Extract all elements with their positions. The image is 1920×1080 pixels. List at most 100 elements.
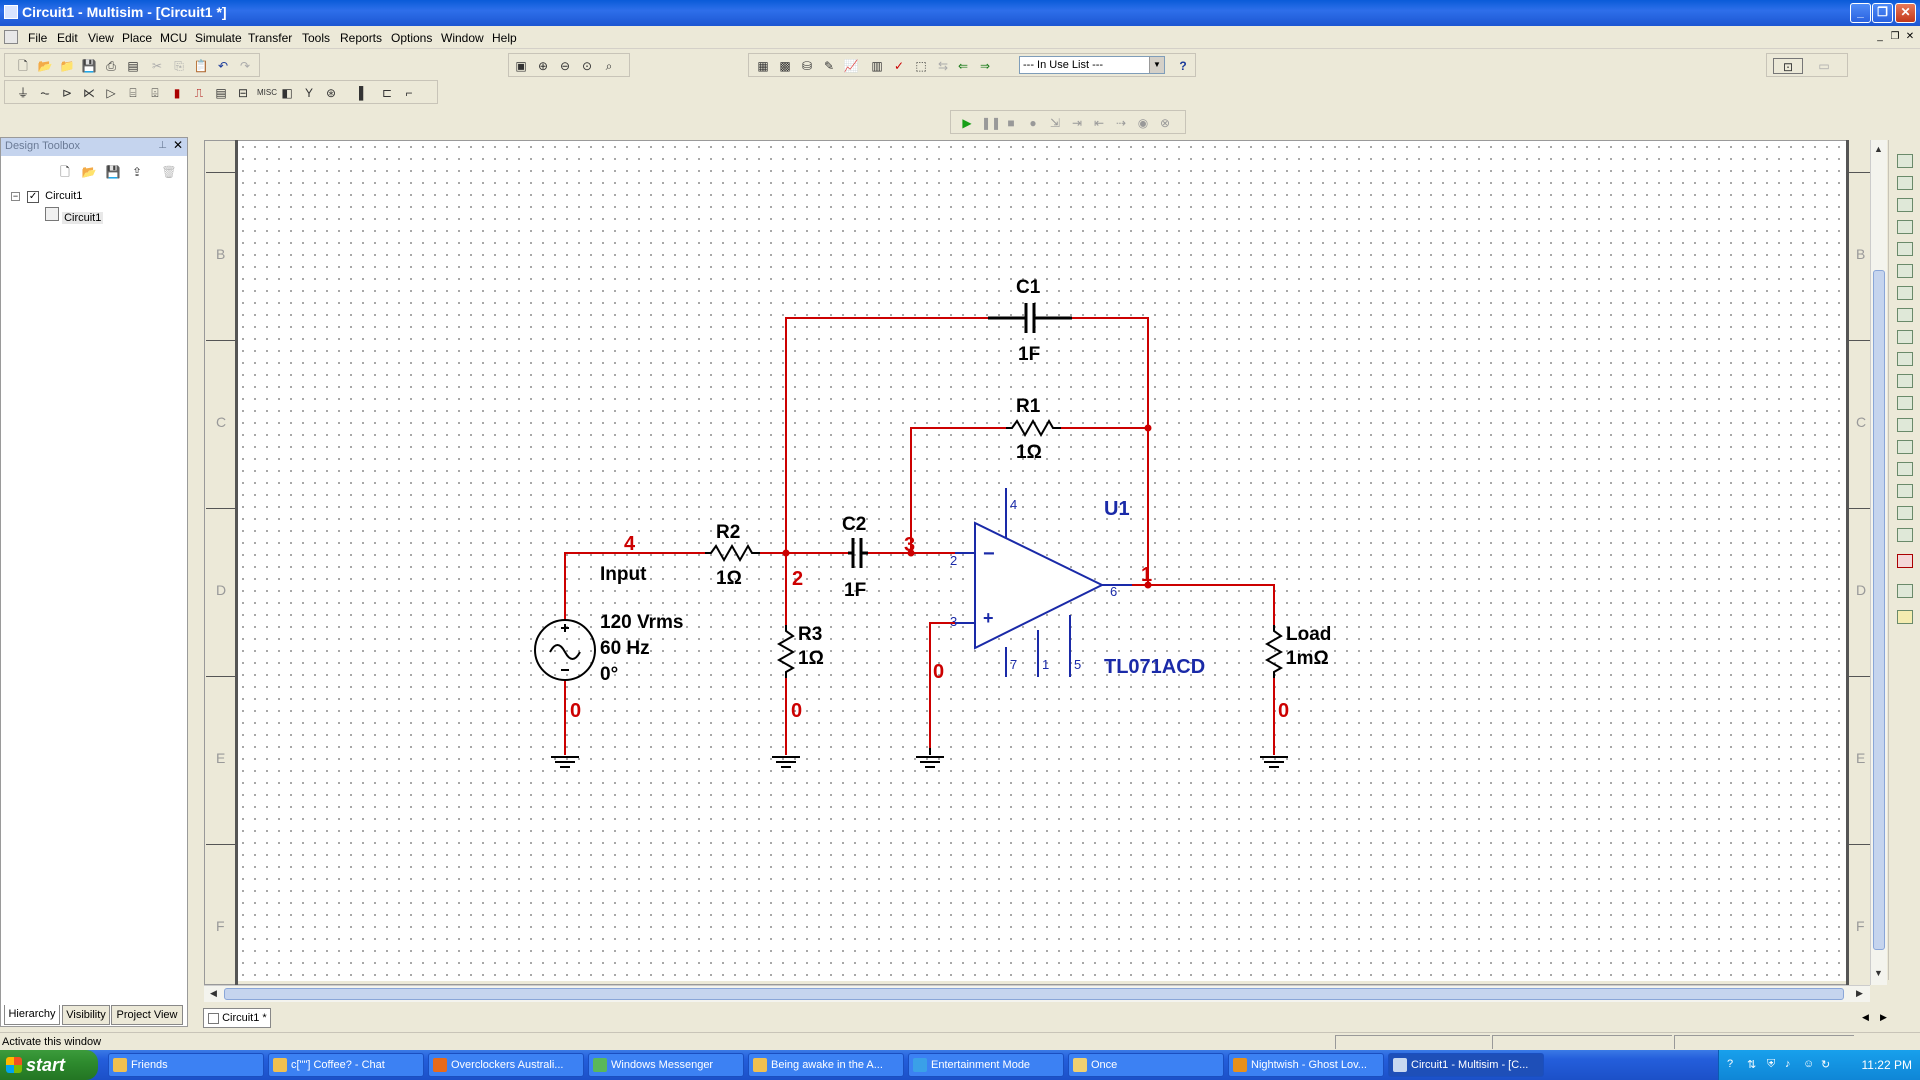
vertical-scrollbar[interactable]: ▲ ▼	[1870, 140, 1887, 985]
multisim-app-icon[interactable]	[4, 5, 18, 19]
tray-volume-icon[interactable]: ♪	[1785, 1058, 1791, 1070]
current-probe-icon[interactable]	[1897, 610, 1913, 624]
tree-root-item[interactable]: − ✓ Circuit1	[11, 190, 82, 203]
tray-security-icon[interactable]: ⛨	[1767, 1058, 1776, 1070]
oscilloscope-icon[interactable]	[1897, 220, 1913, 234]
logic-converter-icon[interactable]	[1897, 352, 1913, 366]
labview-instrument-icon[interactable]	[1897, 584, 1913, 598]
network-analyzer-icon[interactable]	[1897, 440, 1913, 454]
bode-plotter-icon[interactable]	[1897, 264, 1913, 278]
four-channel-scope-icon[interactable]	[1897, 242, 1913, 256]
remove-breakpoints-icon[interactable]: ⊗	[1159, 116, 1171, 130]
region-icon[interactable]: ⬚	[915, 59, 927, 73]
menu-reports[interactable]: Reports	[340, 31, 383, 45]
menu-simulate[interactable]: Simulate	[195, 31, 242, 45]
close-button[interactable]: ✕	[1895, 3, 1916, 23]
zoom-out-icon[interactable]: ⊖	[559, 59, 571, 73]
step-into-icon[interactable]: ⇲	[1049, 116, 1061, 130]
agilent-scope-icon[interactable]	[1897, 506, 1913, 520]
toolbox-close-icon[interactable]: ✕	[172, 138, 183, 152]
database-manager-icon[interactable]: ⛁	[801, 59, 813, 73]
toolbox-delete-icon[interactable]: 🗑	[161, 165, 177, 179]
copy-icon[interactable]: ⎘	[174, 59, 184, 73]
menu-place[interactable]: Place	[122, 31, 153, 45]
taskbar-item-nightwish[interactable]: Nightwish - Ghost Lov...	[1228, 1053, 1384, 1077]
start-button[interactable]: start	[0, 1050, 98, 1080]
diode-icon[interactable]: ⊳	[61, 86, 73, 100]
tab-scroll-left-icon[interactable]: ◀	[1862, 1012, 1869, 1022]
menu-options[interactable]: Options	[391, 31, 433, 45]
menu-view[interactable]: View	[88, 31, 114, 45]
agilent-multimeter-icon[interactable]	[1897, 484, 1913, 498]
mdi-minimize-icon[interactable]: _	[1877, 31, 1883, 42]
source-icon[interactable]: ⏚	[16, 86, 29, 100]
wattmeter-icon[interactable]	[1897, 198, 1913, 212]
transfer-back-icon[interactable]: ⇐	[957, 59, 969, 73]
postprocessor-icon[interactable]: ▥	[871, 59, 883, 73]
dropdown-arrow-icon[interactable]: ▼	[1149, 57, 1164, 73]
scroll-up-icon[interactable]: ▲	[1874, 144, 1883, 154]
scroll-left-icon[interactable]: ◀	[210, 988, 217, 998]
toggle-toolbox-icon[interactable]: ▦	[757, 59, 769, 73]
capacitor-c2[interactable]	[848, 538, 868, 568]
layout-icon[interactable]: ▭	[1818, 59, 1830, 73]
backannotate-icon[interactable]: ⇆	[937, 59, 949, 73]
menu-transfer[interactable]: Transfer	[248, 31, 293, 45]
frequency-counter-icon[interactable]	[1897, 286, 1913, 300]
resistor-r2[interactable]	[705, 543, 760, 563]
toolbox-pin-icon[interactable]: ⊥	[158, 140, 167, 151]
stop-icon[interactable]: ■	[1007, 116, 1015, 130]
word-generator-icon[interactable]	[1897, 308, 1913, 322]
toolbox-export-icon[interactable]: ⇪	[131, 165, 143, 179]
in-use-list-select[interactable]: --- In Use List --- ▼	[1019, 56, 1165, 74]
vertical-scroll-thumb[interactable]	[1873, 270, 1885, 950]
tray-help-icon[interactable]: ?	[1727, 1058, 1734, 1070]
scroll-right-icon[interactable]: ▶	[1856, 988, 1863, 998]
tray-messenger-icon[interactable]: ☺	[1803, 1058, 1815, 1070]
measurement-probe-icon[interactable]	[1897, 554, 1913, 568]
minimize-button[interactable]: _	[1850, 3, 1871, 23]
hierarchical-block-icon[interactable]: ⊏	[381, 86, 393, 100]
run-to-cursor-icon[interactable]: ⇢	[1115, 116, 1127, 130]
horizontal-scroll-thumb[interactable]	[224, 988, 1844, 1000]
tree-child-item[interactable]: Circuit1	[45, 207, 104, 224]
save-icon[interactable]: 💾	[81, 59, 97, 73]
wire-plus-ground[interactable]	[929, 622, 975, 748]
clock[interactable]: 11:22 PM	[1861, 1058, 1912, 1072]
capacitor-c1[interactable]	[988, 303, 1072, 333]
open-sample-icon[interactable]: 📁	[59, 59, 75, 73]
redo-icon[interactable]: ↷	[239, 59, 251, 73]
erc-icon[interactable]: ✓	[893, 59, 905, 73]
advanced-peripherals-icon[interactable]: ◧	[281, 86, 293, 100]
mdi-close-icon[interactable]: ✕	[1905, 31, 1915, 42]
grapher-icon[interactable]: 📈	[843, 59, 859, 73]
undo-icon[interactable]: ↶	[217, 59, 229, 73]
wires[interactable]	[564, 317, 1275, 755]
breakpoint-icon[interactable]: ●	[1029, 116, 1037, 130]
tray-network-icon[interactable]: ⇅	[1747, 1059, 1757, 1071]
create-component-icon[interactable]: ✎	[823, 59, 835, 73]
resistor-load[interactable]	[1264, 625, 1284, 678]
new-icon[interactable]: 🗋	[18, 59, 28, 73]
mixed-icon[interactable]: ⎍	[194, 86, 204, 100]
zoom-fit-icon[interactable]: ⌕	[605, 59, 613, 73]
wire-load-top[interactable]	[1102, 584, 1275, 625]
misc-digital-icon[interactable]: ▮	[173, 86, 181, 100]
wire-c1-right[interactable]	[1072, 317, 1149, 585]
resistor-r3[interactable]	[776, 625, 796, 678]
menu-edit[interactable]: Edit	[57, 31, 78, 45]
taskbar-item-once[interactable]: Once	[1068, 1053, 1224, 1077]
cut-icon[interactable]: ✂	[151, 59, 163, 73]
taskbar-item-overclockers[interactable]: Overclockers Australi...	[428, 1053, 584, 1077]
help-icon[interactable]: ?	[1179, 59, 1187, 73]
basic-icon[interactable]: ⏦	[40, 86, 50, 100]
taskbar-item-entertainment-mode[interactable]: Entertainment Mode	[908, 1053, 1064, 1077]
tray-update-icon[interactable]: ↻	[1821, 1059, 1831, 1071]
zoom-area-icon[interactable]: ⊙	[581, 59, 593, 73]
spectrum-analyzer-icon[interactable]	[1897, 418, 1913, 432]
toggle-fullscreen-icon[interactable]: ▣	[515, 59, 527, 73]
horizontal-scrollbar[interactable]: ◀ ▶	[204, 985, 1870, 1002]
taskbar-item-friends[interactable]: Friends	[108, 1053, 264, 1077]
opamp-u1[interactable]	[955, 488, 1132, 677]
taskbar-item-multisim[interactable]: Circuit1 - Multisim - [C...	[1388, 1053, 1544, 1077]
